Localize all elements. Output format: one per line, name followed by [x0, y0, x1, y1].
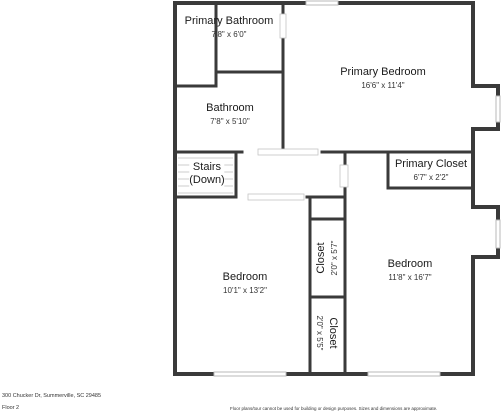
room-dims: 6'7" x 2'2"	[413, 172, 449, 182]
room-label-primary-bathroom: Primary Bathroom 7'8" x 6'0"	[185, 15, 274, 39]
room-name: Primary Bathroom	[184, 15, 274, 28]
floor-label: Floor 2	[2, 405, 20, 411]
address-text: 300 Chucker Dr, Summerville, SC 29485	[2, 393, 102, 399]
interior-walls	[173, 1, 475, 376]
room-name: Primary Bedroom	[340, 66, 426, 79]
room-dims: 10'1" x 13'2"	[223, 285, 267, 295]
room-label-bedroom-right: Bedroom 11'8" x 16'7"	[388, 258, 433, 282]
room-name: Stairs (Down)	[189, 161, 225, 187]
room-label-closet-upper: Closet 2'0" x 5'7"	[315, 241, 339, 276]
room-label-primary-closet: Primary Closet 6'7" x 2'2"	[395, 158, 467, 182]
room-name: Primary Closet	[394, 158, 468, 171]
room-label-bedroom-left: Bedroom 10'1" x 13'2"	[223, 271, 268, 295]
door-openings	[247, 13, 349, 201]
room-label-closet-lower: Closet 2'0" x 5'5"	[315, 316, 339, 351]
room-name: Bathroom	[206, 102, 254, 115]
room-dims: 16'6" x 11'4"	[361, 80, 405, 90]
room-dims: 7'8" x 5'10"	[210, 116, 250, 126]
room-dims: 11'8" x 16'7"	[388, 272, 432, 282]
room-name: Bedroom	[387, 258, 433, 271]
room-name: Bedroom	[222, 271, 268, 284]
room-dims: 2'0" x 5'7"	[329, 240, 339, 276]
windows	[213, 0, 501, 377]
room-name: Closet	[315, 242, 328, 274]
room-label-stairs: Stairs (Down)	[189, 143, 225, 205]
room-dims: 7'8" x 6'0"	[211, 29, 247, 39]
room-name: Closet	[326, 317, 339, 349]
room-label-primary-bedroom: Primary Bedroom 16'6" x 11'4"	[340, 66, 426, 90]
room-label-bathroom: Bathroom 7'8" x 5'10"	[206, 102, 254, 126]
room-dims: 2'0" x 5'5"	[315, 315, 325, 351]
disclaimer-text: Floor plans/tour cannot be used for buil…	[230, 406, 438, 411]
